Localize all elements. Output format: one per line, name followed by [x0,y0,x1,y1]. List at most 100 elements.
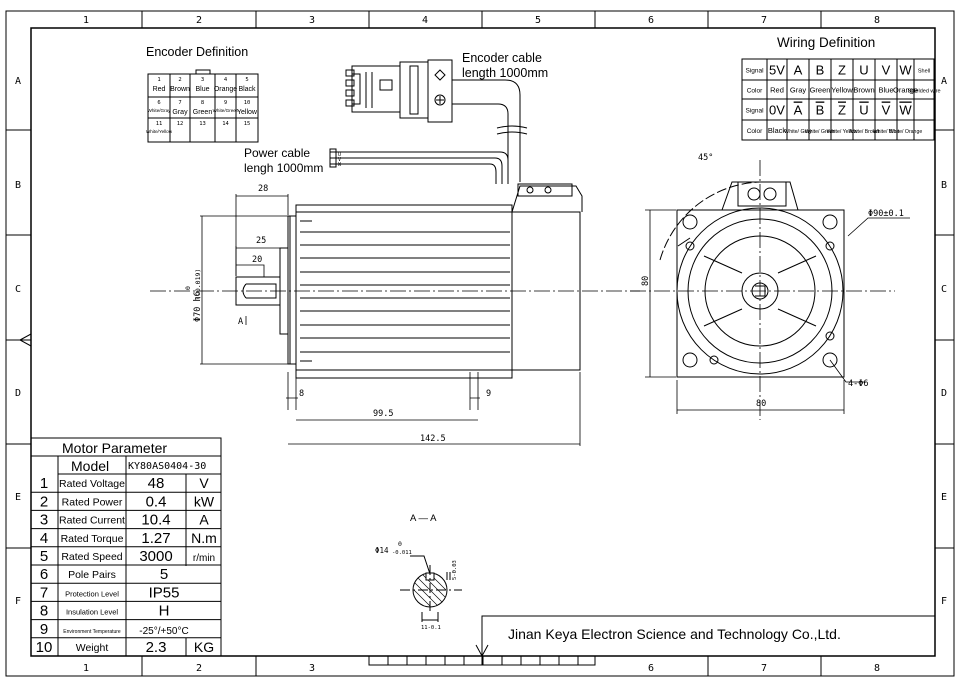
encoder-pin-number: 14 [222,121,229,127]
shaft-diameter: Φ70 h6 [193,291,203,322]
wiring-cell: V [882,63,891,78]
front-view-dim-text: 45° Φ90±0.1 80 80 4-Φ6 [641,153,904,409]
row-label: D [941,388,947,399]
power-cable-label: Power cable lengh 1000mm U V W [244,146,342,175]
wiring-cell: U [859,103,868,118]
col-label: 8 [874,15,880,26]
parameter-value: 10.4 [141,512,170,529]
wiring-cell: White/ Yellow [827,129,858,135]
encoder-pin-color: Orange [214,86,237,93]
wiring-cell: U [859,63,868,78]
model-value: KY80AS0404-30 [128,461,206,472]
parameter-unit: V [199,475,209,491]
front-view-dimensions [630,160,910,420]
encoder-pin-color: Green [193,109,213,116]
parameter-name: Environment Temperature [63,629,121,635]
col-label: 6 [648,663,654,674]
encoder-pin-number: 11 [156,121,163,127]
encoder-cable-line1: Encoder cable [462,51,542,65]
col-label: 3 [309,663,315,674]
parameter-number: 4 [40,530,48,547]
power-cable-line1: Power cable [244,146,310,160]
wiring-cell: Green [810,86,831,95]
encoder-pin-color: Blue [195,86,209,93]
parameter-number: 6 [40,566,48,583]
row-label: C [15,284,21,295]
wiring-cell: A [794,103,803,118]
dim-28: 28 [258,184,268,194]
section-dia-tol-lower: -0.011 [392,550,412,556]
parameter-name: Rated Torque [61,533,124,545]
parameter-value: -25°/+50°C [139,626,188,637]
row-labels: A B C D E F A B C D E F [15,76,947,607]
wiring-cell: White/ Orange [889,129,923,135]
section-a-a: A — A Φ14 0 -0.011 5-0.03 11-0.1 [375,513,462,631]
parameter-value: 5 [160,566,168,583]
encoder-pin-number: 6 [157,100,160,106]
parameter-value: H [159,603,170,620]
encoder-pin-number: 7 [178,100,181,106]
parameter-unit: KG [194,639,214,655]
wiring-cell: Orange [893,86,918,95]
title-block: Jinan Keya Electron Science and Technolo… [481,615,935,656]
wiring-cell: V [882,103,891,118]
dim-25: 25 [256,236,266,246]
col-label: 2 [196,663,202,674]
wiring-cell: Yellow [831,86,853,95]
section-key-h: 5-0.03 [452,560,458,580]
parameter-name: Protection Level [65,589,119,598]
dim-8: 8 [299,389,304,399]
wire-label-u: U [338,152,341,158]
encoder-pin-number: 13 [199,121,206,127]
row-label: A [941,76,947,87]
wiring-cell: Shielded wire [907,89,940,95]
dim-80-height: 80 [641,276,651,286]
parameter-value: 3000 [139,548,172,565]
encoder-pin-number: 9 [224,100,227,106]
wiring-cell: Red [770,86,784,95]
column-labels-top: 1 2 3 4 5 6 7 8 [83,15,880,26]
dim-80-width: 80 [756,399,766,409]
parameter-name: Rated Speed [61,551,122,563]
parameter-name: Pole Pairs [68,569,116,581]
encoder-pin-color: White/Gray [148,108,172,113]
wire-label-v: V [338,157,341,163]
wiring-cell: B [816,103,825,118]
wiring-cell: Blue [878,86,893,95]
parameter-value: 1.27 [141,530,170,547]
power-cable-line2: lengh 1000mm [244,161,323,175]
wiring-cell: Brown [853,86,874,95]
wiring-cell: A [794,63,803,78]
wiring-cell: White/ Green [805,129,836,135]
wiring-cell: Black [768,126,787,135]
encoder-pin-number: 4 [224,77,228,83]
parameter-name: Rated Current [59,515,125,527]
parameter-number: 2 [40,493,48,510]
encoder-pin-number: 1 [157,77,160,83]
section-key-w: 11-0.1 [421,625,441,631]
dim-angle: 45° [698,153,713,163]
parameter-unit: r/min [193,553,215,564]
encoder-pin-color: Gray [172,109,188,116]
company-name: Jinan Keya Electron Science and Technolo… [508,626,841,642]
parameter-value: IP55 [149,584,180,601]
column-labels-bottom: 1 2 3 6 7 8 [83,663,880,674]
wiring-cell: White/ Blue [873,129,900,135]
col-label: 7 [761,663,767,674]
wiring-cell: White/ Brown [849,129,880,135]
encoder-cable-label: Encoder cable length 1000mm [462,51,548,80]
parameter-number: 3 [40,512,48,529]
parameter-value: 0.4 [146,493,167,510]
parameter-name: Rated Voltage [59,478,125,490]
side-view-dim-text: 28 25 20 Φ70 h6 0 (-0.019) A 8 9 99.5 14… [184,184,491,444]
row-label: D [15,388,21,399]
wiring-cell: Z [838,103,846,118]
wiring-cell: White/ Gray [784,129,812,135]
col-label: 6 [648,15,654,26]
parameter-number: 9 [40,621,48,638]
parameter-name: Insulation Level [66,608,118,617]
dim-9: 9 [486,389,491,399]
